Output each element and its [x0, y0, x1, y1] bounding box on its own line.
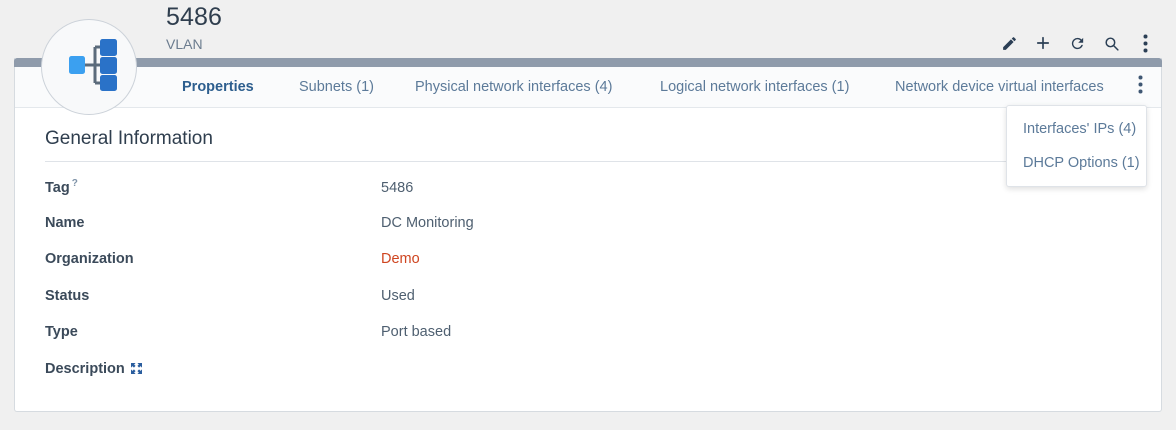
refresh-icon: [1069, 35, 1086, 52]
tab-bar: Properties Subnets (1) Physical network …: [15, 67, 1161, 108]
page-title: 5486: [166, 3, 223, 31]
property-list: Tag? 5486 Name DC Monitoring Organizatio…: [45, 178, 1135, 397]
tab-logical-network-interfaces[interactable]: Logical network interfaces (1): [660, 79, 850, 95]
property-value-link[interactable]: Demo: [381, 251, 420, 267]
add-button[interactable]: [1026, 28, 1060, 58]
property-row-organization: Organization Demo: [45, 251, 1135, 288]
help-icon[interactable]: ?: [71, 178, 78, 189]
search-button[interactable]: [1094, 28, 1128, 58]
vertical-dots-icon: [1138, 75, 1143, 99]
more-button[interactable]: [1128, 28, 1162, 58]
property-value: Port based: [381, 324, 452, 340]
card-top-accent-bar: [14, 58, 1162, 67]
property-label: Type: [45, 324, 78, 340]
property-label: Organization: [45, 251, 134, 267]
vertical-dots-icon: [1143, 34, 1148, 53]
property-row-type: Type Port based: [45, 324, 1135, 361]
property-row-description: Description: [45, 361, 1135, 398]
tab-network-device-virtual-interfaces[interactable]: Network device virtual interfaces: [895, 79, 1104, 95]
search-icon: [1103, 35, 1120, 52]
property-row-tag: Tag? 5486: [45, 178, 1135, 215]
menu-item-interfaces-ips[interactable]: Interfaces' IPs (4): [1023, 121, 1137, 137]
tab-physical-network-interfaces[interactable]: Physical network interfaces (4): [415, 79, 613, 95]
header-title-block: 5486 VLAN: [166, 2, 222, 54]
property-value: DC Monitoring: [381, 214, 474, 231]
refresh-button[interactable]: [1060, 28, 1094, 58]
vlan-network-topology-icon: [61, 38, 117, 96]
general-information-section: General Information Tag? 5486 Name DC Mo…: [45, 128, 1135, 397]
menu-item-dhcp-options[interactable]: DHCP Options (1): [1023, 155, 1140, 171]
property-label: Description: [45, 361, 381, 378]
page-header: 5486 VLAN: [0, 0, 1176, 58]
edit-button[interactable]: [992, 28, 1026, 58]
property-row-status: Status Used: [45, 288, 1135, 325]
property-label: Name: [45, 214, 85, 231]
plus-icon: [1034, 34, 1052, 52]
section-title: General Information: [45, 128, 1135, 162]
property-label: Status: [45, 287, 90, 304]
avatar: [41, 19, 137, 115]
header-action-bar: [992, 28, 1162, 58]
tab-overflow-menu: Interfaces' IPs (4) DHCP Options (1): [1006, 105, 1147, 187]
property-value: 5486: [381, 179, 414, 196]
property-row-name: Name DC Monitoring: [45, 215, 1135, 252]
pencil-icon: [1001, 35, 1018, 52]
property-label: Tag?: [45, 178, 78, 196]
entity-card: Properties Subnets (1) Physical network …: [14, 58, 1162, 412]
tab-overflow-button[interactable]: [1125, 67, 1155, 107]
expand-icon[interactable]: [130, 362, 142, 378]
tab-properties[interactable]: Properties: [182, 79, 254, 95]
tab-subnets[interactable]: Subnets (1): [299, 79, 374, 95]
property-value: Used: [381, 287, 415, 304]
page-subtitle: VLAN: [166, 36, 203, 52]
